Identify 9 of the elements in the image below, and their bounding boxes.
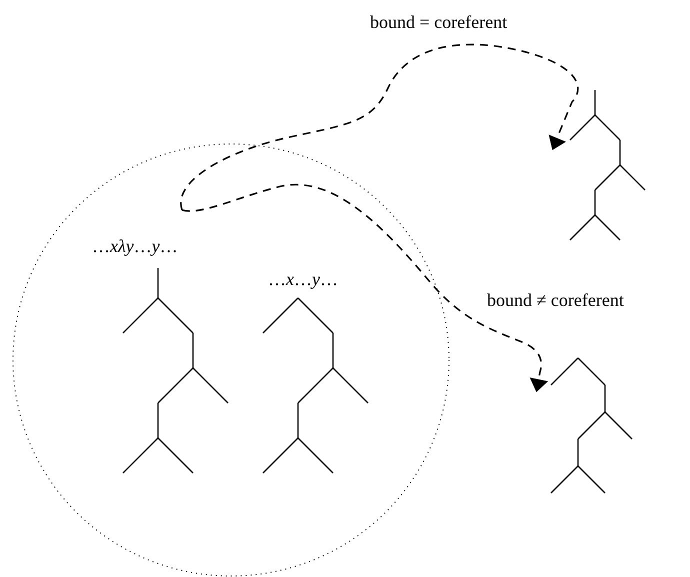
tree-drawing (263, 298, 368, 473)
dashed-arrow (182, 184, 548, 392)
formula-label: …xλy…y… (92, 235, 178, 258)
tree-drawing (123, 268, 228, 473)
dashed-arrow (180, 44, 578, 210)
tree-drawing (551, 358, 632, 493)
dotted-circle (13, 144, 449, 576)
tree-drawing (570, 90, 645, 240)
formula-label: …x…y… (268, 268, 338, 291)
